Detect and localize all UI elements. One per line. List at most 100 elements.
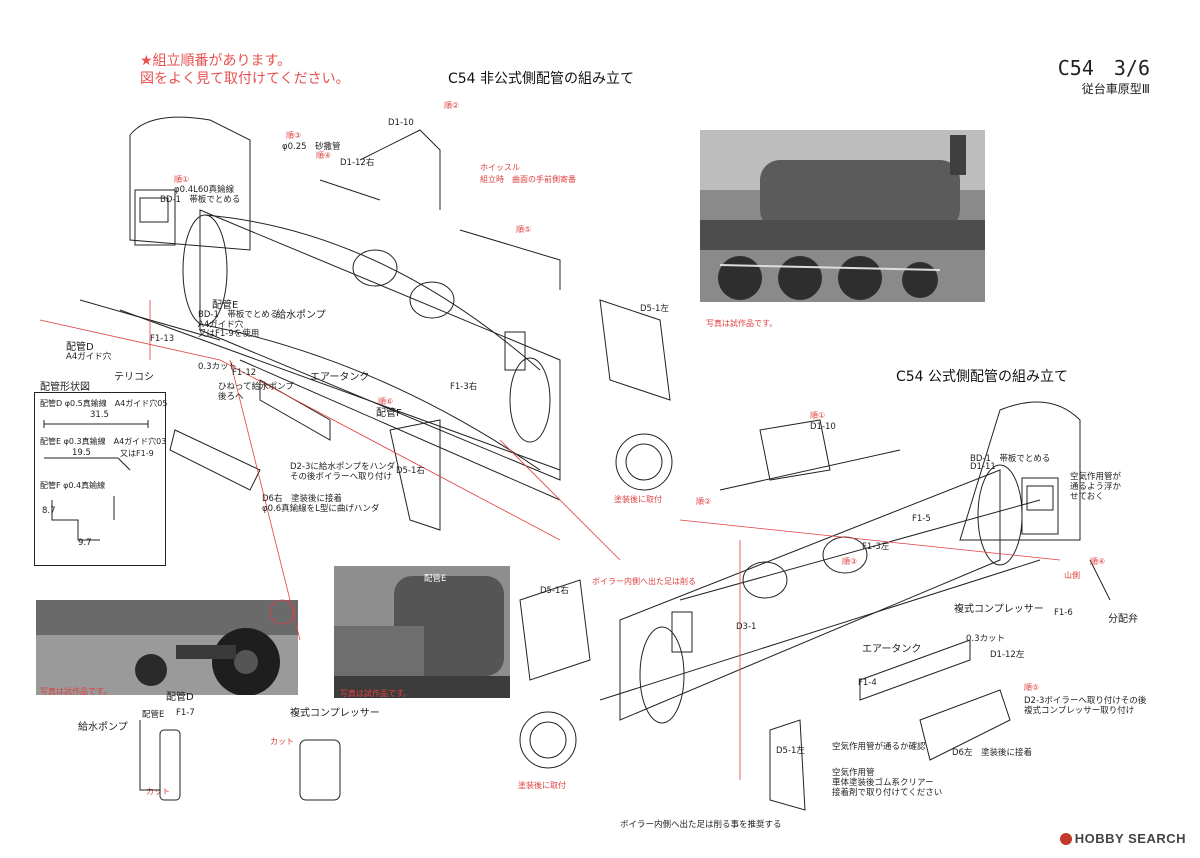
left-f1-13: F1-13 [150,334,175,344]
right-bd1: BD-1 帯板でとめる [970,454,1051,464]
left-d2-3-note-1: D2-3に給水ポンプをハンダ [290,462,396,472]
right-air-tank: エアータンク [862,644,922,655]
right-boiler-cut: ボイラー内側へ出た足は削る [592,577,696,586]
spec-pipe-f: 配管F φ0.4真鍮線 [40,481,106,490]
left-f1-12: F1-12 [232,368,257,378]
spec-pipe-d: 配管D φ0.5真鍮線 A4ガイド穴05 [40,399,168,408]
title-unofficial-side: C54 非公式側配管の組み立て [448,71,635,87]
f1-7-label: F1-7 [176,708,195,718]
left-seq-6: 順⑥ [378,397,394,406]
spec-pipe-e-length: 19.5 [72,448,91,458]
left-d5-1l: D5-1左 [640,304,669,314]
right-seq-3: 順③ [842,557,858,566]
pipe-e-part-label: 配管E [142,710,165,720]
right-d3-1: D3-1 [736,622,757,632]
photo-label-pipe-e: 配管E [424,574,447,584]
left-f1-3r: F1-3右 [450,382,478,392]
right-d2-3-note-2: 複式コンプレッサー取り付け [1024,706,1135,716]
left-cut-03: 0.3カット [198,362,238,372]
left-d2-3-note-2: その後ボイラーへ取り付け [290,472,393,482]
right-air-note-3: せておく [1070,492,1104,502]
left-d5-1r: D5-1右 [396,466,425,476]
right-d5-1l: D5-1左 [776,746,805,756]
right-f1-6: F1-6 [1054,608,1073,618]
right-paint-note-2: 接着剤で取り付けてください [832,788,943,798]
page-subtitle: 従台車原型Ⅲ [1081,82,1150,96]
right-boiler-cut-2: ボイラー内側へ出た足は削る事を推奨する [620,820,782,830]
right-seq-5: 順⑤ [1024,683,1040,692]
left-twist-note-1: ひねって給水ポンプ [218,382,294,392]
left-seq-5: 順⑤ [516,225,532,234]
left-sand-pipe: φ0.25 砂撒管 [282,142,341,152]
right-compressor: 複式コンプレッサー [954,604,1044,615]
title-official-side: C54 公式側配管の組み立て [896,369,1069,385]
spec-pipe-f-height: 8.7 [42,506,56,516]
photo-bottom-mid [334,566,510,698]
left-seq-1: 順① [174,175,190,184]
left-d1-10: D1-10 [388,118,414,128]
caption-prototype-2: 写真は試作品です。 [40,687,112,696]
left-twist-note-2: 後ろへ [218,392,244,402]
left-feed-pump: 給水ポンプ [276,310,326,321]
right-paint-after: 塗装後に取付 [518,781,566,790]
feed-pump-part-label: 給水ポンプ [78,722,128,733]
right-air-pipe: 空気作用管 [832,768,875,778]
spec-pipe-e-alt: 又はF1-9 [120,449,154,458]
hobby-search-logo: HOBBY SEARCH [1059,831,1186,846]
left-whistle-note: 組立時 曲面の手前側寄番 [480,175,576,184]
left-pipe-e: 配管E [212,300,239,311]
page-code: C54 3/6 [1057,56,1150,80]
left-d6r-note-1: D6右 塗装後に接着 [262,494,342,504]
left-pipe-f: 配管F [376,408,402,419]
left-teri: テリコシ [114,372,154,383]
left-a4-guide-d: A4ガイド穴 [66,352,112,362]
left-paint-after: 塗装後に取付 [614,495,662,504]
right-seq-2: 順② [696,497,712,506]
right-paint-note-1: 車体塗装後ゴム系クリアー [832,778,934,788]
left-seq-2: 順② [444,101,460,110]
photo-bottom-left [36,600,298,695]
caption-prototype-1: 写真は試作品です。 [706,319,778,328]
photo-top-right [700,130,985,302]
right-d5-1r: D5-1右 [540,586,569,596]
photo-label-pipe-d: 配管D [166,692,194,703]
right-check-note: 空気作用管が通るか確認 [832,742,926,752]
right-d1-10: D1-10 [810,422,836,432]
left-whistle: ホイッスル [480,163,520,172]
right-f1-5: F1-5 [912,514,931,524]
left-d6r-note-2: φ0.6真鍮線をL型に曲げハンダ [262,504,380,514]
right-distribution-valve: 分配弁 [1108,614,1138,625]
left-a4-guide: A4ガイド穴 [198,320,244,330]
left-bd1-b: BD-1 帯板でとめる [198,310,279,320]
hobby-search-icon [1059,833,1072,845]
spec-box-title: 配管形状図 [40,382,90,393]
compressor-part-label: 複式コンプレッサー [290,708,380,719]
left-d1-12r: D1-12右 [340,158,375,168]
right-seq-1: 順① [810,411,826,420]
left-wire-040: φ0.4L60真鍮線 [174,185,235,195]
assembly-order-notice: ★組立順番があります。 図をよく見て取付けてください。 [140,53,350,87]
right-d6l: D6左 塗装後に接着 [952,748,1032,758]
right-d1-11: D1-11 [970,462,996,472]
right-d2-3-note-1: D2-3ボイラーへ取り付けその後 [1024,696,1147,706]
right-seq-4: 順④ [1090,557,1106,566]
right-air-note-1: 空気作用管が [1070,472,1122,482]
left-seq-3: 順③ [286,131,302,140]
spec-pipe-f-width: 9.7 [78,538,92,548]
right-f1-3l: F1-3左 [862,542,890,552]
right-cut-03: 0.3カット [966,634,1006,644]
pipe-shape-spec-box [34,392,166,566]
right-air-note-2: 通るよう浮か [1070,482,1122,492]
left-pipe-d: 配管D [66,342,94,353]
right-d1-12l: D1-12左 [990,650,1025,660]
left-f1-9: 又はF1-9を使用 [198,329,260,339]
right-ryuchi: 山側 [1064,571,1080,580]
right-f1-4: F1-4 [858,678,877,688]
spec-pipe-d-length: 31.5 [90,410,109,420]
cut-label-2: カット [270,737,294,746]
left-bd1: BD-1 帯板でとめる [160,195,241,205]
left-air-tank: エアータンク [310,372,370,383]
spec-pipe-e: 配管E φ0.3真鍮線 A4ガイド穴03 [40,437,167,446]
caption-prototype-3: 写真は試作品です。 [340,689,412,698]
